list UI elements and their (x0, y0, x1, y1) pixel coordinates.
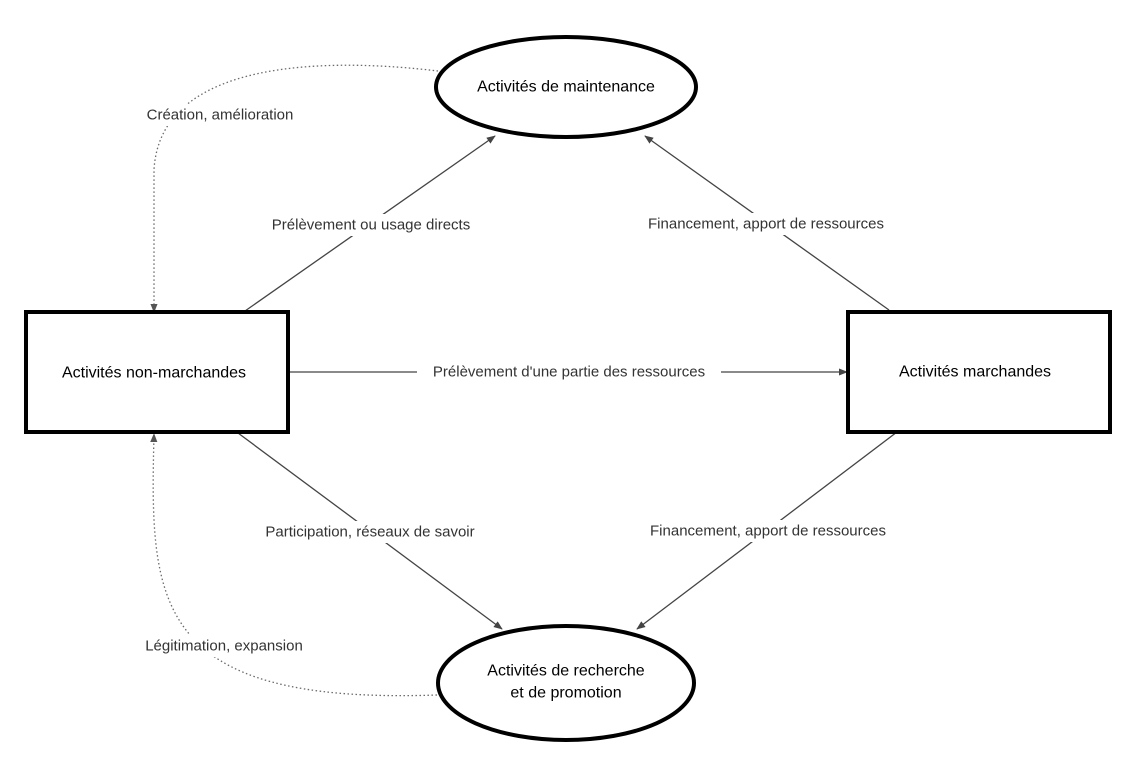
edge-label-prelevement-direct: Prélèvement ou usage directs (256, 214, 486, 236)
node-marchandes: Activités marchandes (846, 310, 1112, 434)
node-maintenance-label: Activités de maintenance (477, 79, 655, 96)
node-recherche-label-line-2: et de promotion (510, 685, 621, 702)
edge-label-financement-maintenance-text: Financement, apport de ressources (648, 216, 884, 233)
node-recherche: Activités de recherche et de promotion (436, 624, 696, 742)
node-non-marchandes: Activités non-marchandes (24, 310, 290, 434)
edge-label-legitimation: Légitimation, expansion (132, 635, 316, 657)
edge-label-prelevement-partie-text: Prélèvement d'une partie des ressources (433, 364, 705, 381)
node-maintenance: Activités de maintenance (434, 35, 698, 139)
edge-label-prelevement-direct-text: Prélèvement ou usage directs (272, 217, 470, 234)
edge-creation (150, 64, 439, 313)
edge-label-financement-recherche-text: Financement, apport de ressources (650, 523, 886, 540)
edge-label-financement-maintenance: Financement, apport de ressources (632, 213, 900, 235)
edge-label-participation-text: Participation, réseaux de savoir (265, 524, 474, 541)
node-non-marchandes-label: Activités non-marchandes (62, 365, 246, 382)
edge-legitimation (150, 433, 438, 697)
edge-label-prelevement-partie: Prélèvement d'une partie des ressources (417, 361, 721, 383)
edge-label-financement-recherche: Financement, apport de ressources (634, 520, 902, 542)
node-marchandes-label: Activités marchandes (899, 364, 1051, 381)
node-recherche-label-line-1: Activités de recherche (487, 663, 645, 680)
edge-label-participation: Participation, réseaux de savoir (250, 521, 490, 543)
edge-label-creation: Création, amélioration (135, 104, 307, 126)
edge-label-legitimation-text: Légitimation, expansion (145, 638, 303, 655)
edge-label-creation-text: Création, amélioration (147, 107, 294, 124)
